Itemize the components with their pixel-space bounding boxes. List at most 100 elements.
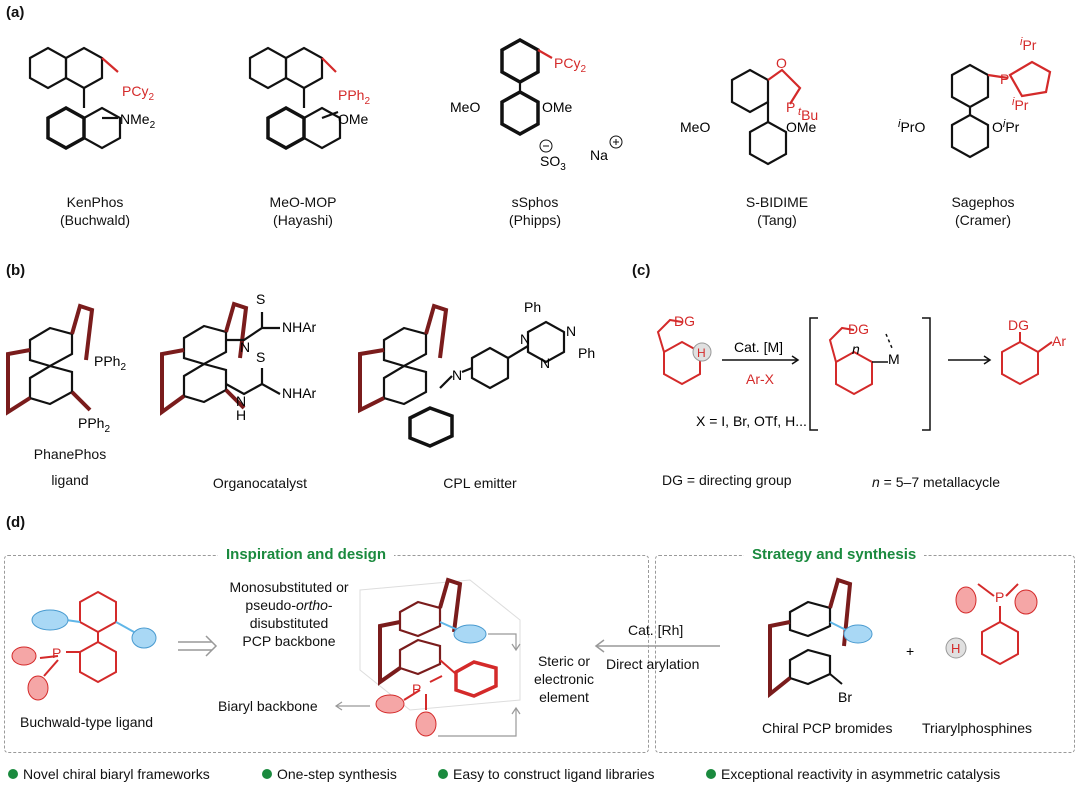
bracket-left xyxy=(809,317,818,431)
kenphos-name: KenPhos xyxy=(66,194,124,210)
cpl-emitter-structure xyxy=(358,303,566,448)
kenphos-pcy2: PCy2 xyxy=(122,83,154,103)
ar-label: Ar xyxy=(1052,333,1066,349)
steric-line2: electronic xyxy=(534,671,594,687)
metallacycle-n: n xyxy=(872,474,880,490)
phanephos-pph2-top: PPh2 xyxy=(94,353,126,373)
triarylphosphine-structure xyxy=(945,583,1038,666)
organocat-nhar-top: NHAr xyxy=(282,319,317,335)
ssphos-meo: MeO xyxy=(450,99,480,115)
kenphos-structure xyxy=(28,46,122,151)
panel-a-structures: PCy2 NMe2 PPh2 OMe PCy2 MeO OMe SO3 Na O… xyxy=(28,36,1052,173)
meo-mop-pph2: PPh2 xyxy=(338,87,370,107)
cpl-ph-top: Ph xyxy=(524,299,541,315)
buchwald-caption: Buchwald-type ligand xyxy=(20,714,154,730)
bullet-1: Novel chiral biaryl frameworks xyxy=(8,766,210,782)
s-bidime-ome: OMe xyxy=(786,119,817,135)
triaryl-h: H xyxy=(951,641,960,656)
triaryl-caption: Triarylphosphines xyxy=(922,720,1032,736)
inspiration-title: Inspiration and design xyxy=(218,546,395,563)
direct-arylation-label: Direct arylation xyxy=(606,656,700,672)
pcp-br: Br xyxy=(838,689,852,705)
panel-b-structures: PPh2 PPh2 S NHAr N S NHAr N H N Ph Ph N … xyxy=(6,291,595,448)
bullet-dot-icon xyxy=(438,769,448,779)
plus-charge-icon xyxy=(609,135,623,149)
bullet-dot-icon xyxy=(706,769,716,779)
bullet-dot-icon xyxy=(8,769,18,779)
metallacycle-definition: n = 5–7 metallacycle xyxy=(872,474,1000,490)
chiral-pcp-caption: Chiral PCP bromides xyxy=(762,720,893,736)
meo-mop-author: (Hayashi) xyxy=(273,212,333,228)
phanephos-caption: PhanePhos ligand xyxy=(10,445,130,489)
s-bidime-structure xyxy=(730,68,802,166)
panel-d-structures: P P Br P H + xyxy=(11,577,1038,737)
mono-caption: Monosubstituted or pseudo-ortho- disubst… xyxy=(218,578,360,650)
meo-mop-structure xyxy=(248,46,342,151)
h-highlight-icon-d xyxy=(945,637,967,659)
organocat-h-bottom: H xyxy=(236,407,246,423)
m-label: M xyxy=(888,351,900,367)
organocat-n-bottom: N xyxy=(236,393,246,409)
phanephos-pph2-bottom: PPh2 xyxy=(78,415,110,435)
product-ring xyxy=(1001,340,1039,386)
kenphos-caption: KenPhos (Buchwald) xyxy=(20,193,170,229)
bullet-2-text: One-step synthesis xyxy=(277,766,397,782)
bullet-3: Easy to construct ligand libraries xyxy=(438,766,655,782)
s-bidime-meo: MeO xyxy=(680,119,710,135)
n-ring-label: n xyxy=(852,341,860,357)
mono-line3: disubstituted xyxy=(249,615,329,631)
sagephos-caption: Sagephos (Cramer) xyxy=(908,193,1058,229)
sagephos-structure xyxy=(950,60,1052,159)
bullet-4-text: Exceptional reactivity in asymmetric cat… xyxy=(721,766,1001,782)
panel-label-a: (a) xyxy=(6,4,25,21)
dg-label-intermediate: DG xyxy=(848,321,869,337)
cpl-ph-right: Ph xyxy=(578,345,595,361)
h-label: H xyxy=(697,346,706,360)
design-arrow-icon xyxy=(178,635,218,657)
ssphos-name: sSphos xyxy=(511,194,559,210)
organocat-s-top: S xyxy=(256,291,265,307)
cpl-n-2: N xyxy=(566,323,576,339)
phanephos-role: ligand xyxy=(51,472,89,488)
organocat-n-top: N xyxy=(240,339,250,355)
ssphos-pcy2: PCy2 xyxy=(554,55,586,75)
panel-label-b: (b) xyxy=(6,262,26,279)
ssphos-caption: sSphos (Phipps) xyxy=(460,193,610,229)
kenphos-nme2: NMe2 xyxy=(120,111,156,131)
ssphos-ome: OMe xyxy=(542,99,573,115)
bullet-1-text: Novel chiral biaryl frameworks xyxy=(23,766,210,782)
ssphos-structure xyxy=(500,37,553,137)
ssphos-so3: SO3 xyxy=(540,153,566,173)
cpl-n-1: N xyxy=(520,331,530,347)
steric-caption: Steric or electronic element xyxy=(522,652,606,706)
ssphos-na: Na xyxy=(590,147,608,163)
cpl-n-3: N xyxy=(540,355,550,371)
metallacycle-ring xyxy=(835,350,873,396)
pink-substituent-icon xyxy=(11,646,37,666)
x-list-label: X = I, Br, OTf, H... xyxy=(696,413,807,429)
sagephos-ipr-bottom: iPr xyxy=(1012,96,1029,113)
cat-m-label: Cat. [M] xyxy=(734,339,783,355)
panel-label-d: (d) xyxy=(6,514,26,531)
plus-sign: + xyxy=(906,643,914,659)
phanephos-name: PhanePhos xyxy=(33,446,107,462)
cpl-emitter-caption: CPL emitter xyxy=(443,475,517,491)
sagephos-name: Sagephos xyxy=(951,194,1015,210)
bullet-2: One-step synthesis xyxy=(262,766,397,782)
s-bidime-p: P xyxy=(786,99,795,115)
organocat-s-bottom: S xyxy=(256,349,265,365)
steric-line1: Steric or xyxy=(537,653,591,669)
sagephos-author: (Cramer) xyxy=(955,212,1011,228)
panel-label-c: (c) xyxy=(632,262,651,279)
phanephos-structure xyxy=(6,303,95,416)
dg-label-product: DG xyxy=(1008,317,1029,333)
bullet-4: Exceptional reactivity in asymmetric cat… xyxy=(706,766,1000,782)
s-bidime-o: O xyxy=(776,55,787,71)
direct-arylation-arrow xyxy=(594,639,720,653)
mono-line2: pseudo-ortho- xyxy=(245,597,333,613)
designed-p: P xyxy=(412,681,421,697)
bullet-dot-icon xyxy=(262,769,272,779)
steric-line3: element xyxy=(539,689,589,705)
arx-label: Ar-X xyxy=(746,371,775,387)
h-highlight-icon xyxy=(692,342,712,362)
